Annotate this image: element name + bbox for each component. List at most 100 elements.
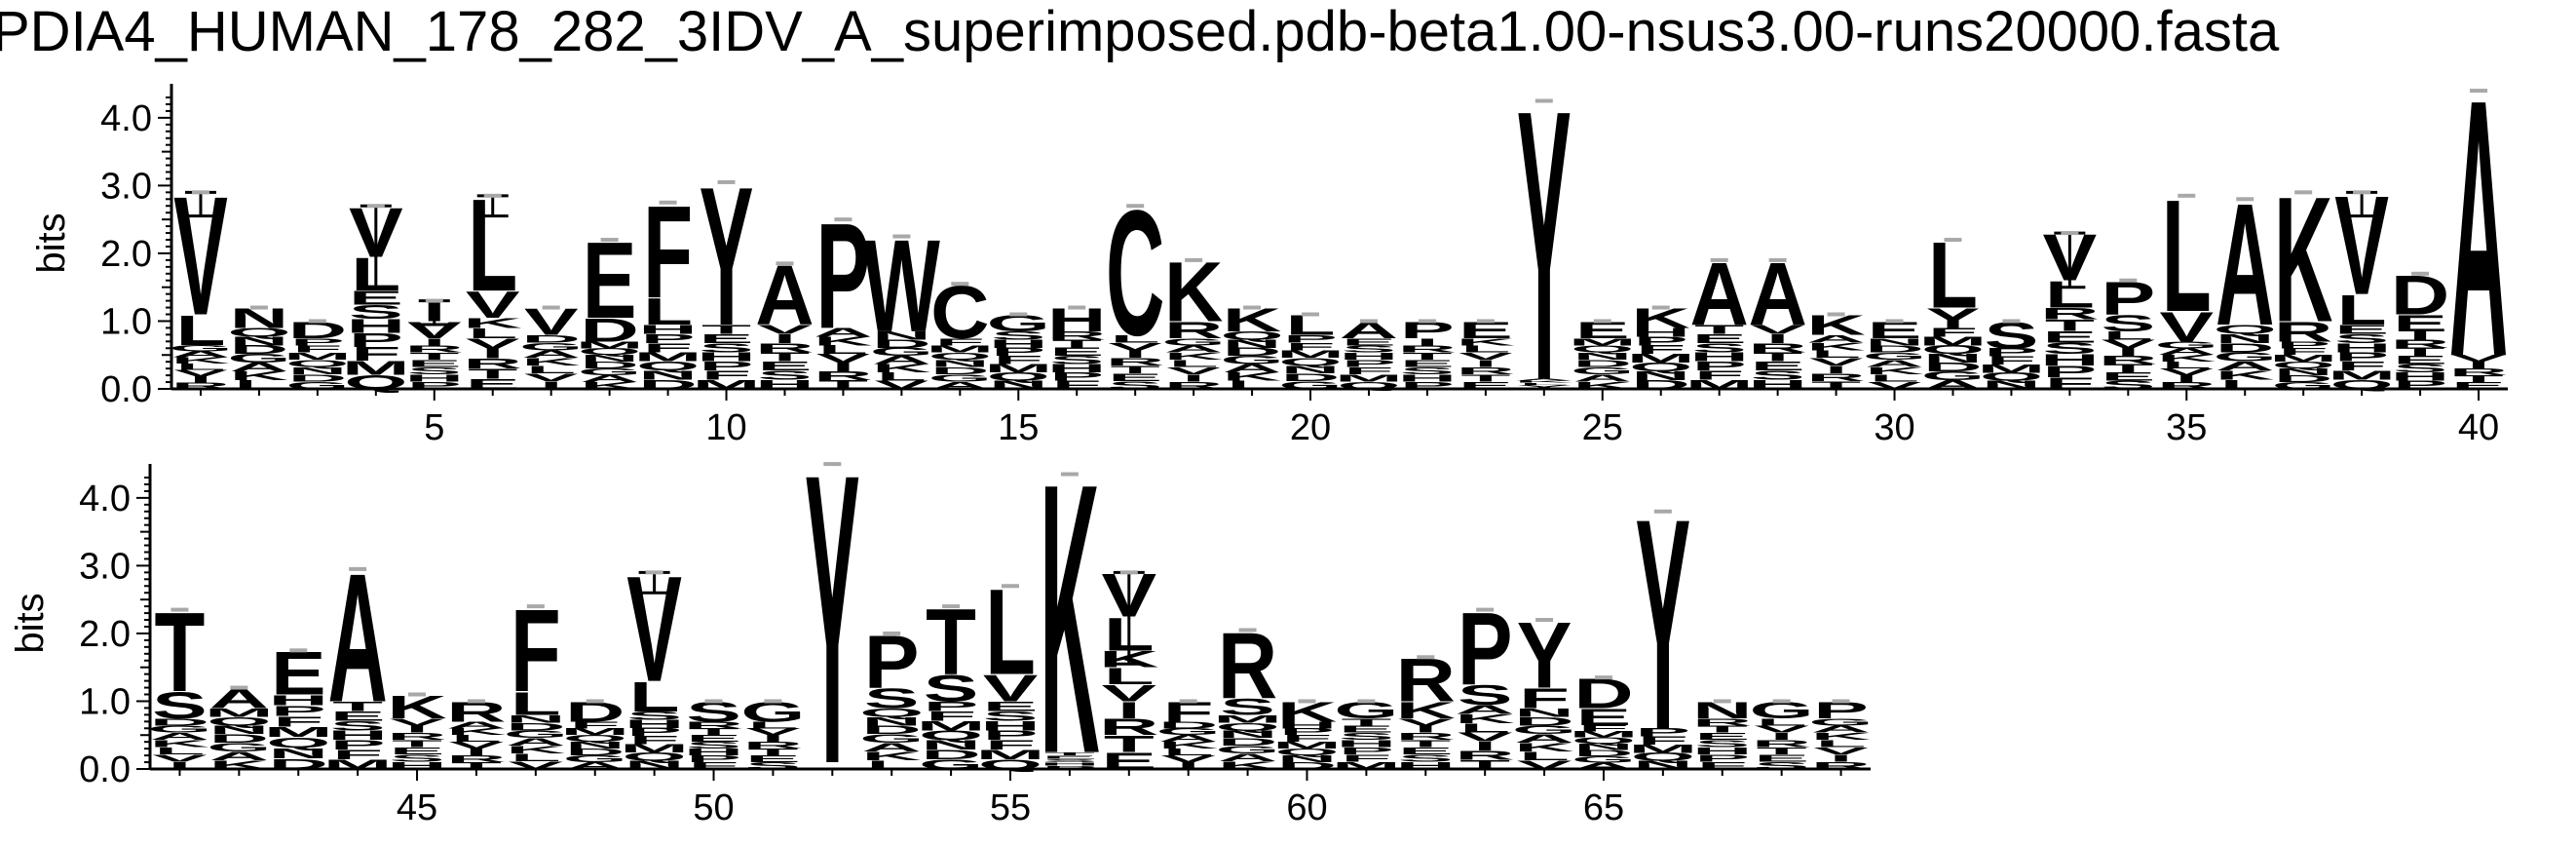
total-marker [717, 179, 736, 184]
logo-letter-small: E [1754, 752, 1809, 764]
logo-letter-small: K [2216, 368, 2274, 383]
logo-letter-small: P [1342, 358, 1396, 369]
logo-letter-small: I [1825, 364, 1847, 375]
logo-letter-small: I [2467, 360, 2489, 370]
logo-letter-small: G [1921, 369, 1985, 383]
total-marker [308, 319, 326, 324]
logo-letter-top: W [863, 211, 940, 360]
logo-letter-small: T [2396, 346, 2445, 359]
logo-letter-small: V [173, 368, 228, 378]
logo-letter-second: L [2337, 287, 2387, 333]
logo-letter-small: D [565, 747, 625, 757]
logo-letter-small: M [264, 724, 333, 741]
logo-letter-small: A [1515, 378, 1573, 381]
logo-letter-small: E [407, 358, 462, 369]
logo-letter-small: G [1156, 726, 1221, 737]
logo-letter-small: R [446, 753, 506, 764]
logo-letter-small: P [330, 738, 386, 752]
logo-letter-second: R [1164, 317, 1223, 343]
logo-letter-small: D [230, 343, 288, 357]
logo-letter-small: A [580, 373, 638, 384]
logo-letter-small: K [1573, 380, 1632, 392]
logo-letter-small: G [2214, 350, 2277, 365]
logo-letter-small: I [762, 733, 785, 744]
logo-letter-small: D [269, 755, 328, 772]
logo-letter-small: I [465, 747, 488, 757]
logo-letter-small: D [209, 732, 269, 746]
logo-letter-small: F [332, 748, 383, 762]
logo-letter-small: D [1277, 760, 1337, 771]
logo-letter-small: N [625, 758, 684, 771]
logo-letter-small: R [171, 381, 230, 391]
logo-letter-small: Q [285, 358, 349, 369]
logo-letter-small: T [689, 726, 739, 737]
logo-letter-small: E [2334, 323, 2389, 337]
logo-letter-small: V [1458, 351, 1513, 363]
logo-letter-small: Q [928, 351, 992, 363]
logo-letter-small: E [1101, 749, 1156, 775]
total-marker [1357, 699, 1376, 704]
logo-letter-small: H [755, 377, 814, 392]
logo-letter-small: A [2216, 359, 2274, 373]
logo-letter-small: P [290, 336, 345, 348]
logo-letter-small: H [269, 692, 328, 709]
total-marker [366, 204, 385, 209]
logo-letter-small: Q [1571, 343, 1634, 355]
total-marker [526, 604, 545, 609]
logo-letter-small: E [1751, 359, 1805, 373]
logo-letter-small: T [2103, 363, 2153, 375]
logo-letter-small: P [1985, 346, 2039, 359]
logo-letter-small: T [1052, 337, 1102, 350]
logo-letter-small: G [1809, 716, 1874, 728]
logo-letter-small: R [814, 369, 872, 383]
total-marker [2236, 197, 2254, 202]
total-marker [1772, 699, 1791, 704]
logo-letter-small: S [2334, 331, 2389, 346]
logo-letter-small: M [1629, 743, 1698, 755]
logo-letter-small: V [758, 323, 813, 337]
logo-letter-small: D [872, 337, 930, 350]
y-tick-label: 0.0 [79, 749, 131, 790]
logo-letter-small: E [1049, 346, 1104, 359]
logo-letter-small: H [1398, 372, 1457, 384]
logo-letter-small: E [1458, 380, 1513, 392]
total-marker [483, 193, 502, 198]
logo-letter-small: L [1460, 343, 1510, 355]
total-marker [951, 282, 969, 287]
logo-letter-small: V [1101, 680, 1156, 707]
logo-letter-small: Q [1631, 750, 1695, 763]
logo-letter-small: H [2332, 340, 2391, 355]
logo-letter-small: N [2216, 331, 2274, 346]
logo-letter-top: L [985, 563, 1036, 701]
logo-letter-small: M [342, 357, 410, 378]
logo-letter-small: D [2216, 340, 2274, 355]
logo-letter-small: I [1124, 348, 1147, 360]
logo-letter-small: S [349, 301, 403, 323]
total-marker [1060, 472, 1079, 477]
logo-letter-small: R [1164, 380, 1223, 392]
logo-letter-small: I [1474, 358, 1496, 369]
logo-letter-small: F [643, 340, 693, 355]
logo-letter-small: M [2269, 353, 2337, 364]
logo-letter-small: K [230, 369, 288, 383]
logo-letter-small: L [155, 746, 206, 757]
logo-letter-small: D [150, 716, 209, 728]
logo-letter-small: D [1158, 719, 1218, 730]
logo-letter-small: P [2276, 340, 2330, 351]
total-marker [892, 234, 911, 239]
logo-letter-small: G [1572, 754, 1636, 764]
logo-letter-small: I [169, 760, 192, 772]
total-marker [1827, 312, 1845, 317]
logo-letter-small: A [814, 326, 872, 339]
logo-letter-small: V [2159, 366, 2214, 377]
